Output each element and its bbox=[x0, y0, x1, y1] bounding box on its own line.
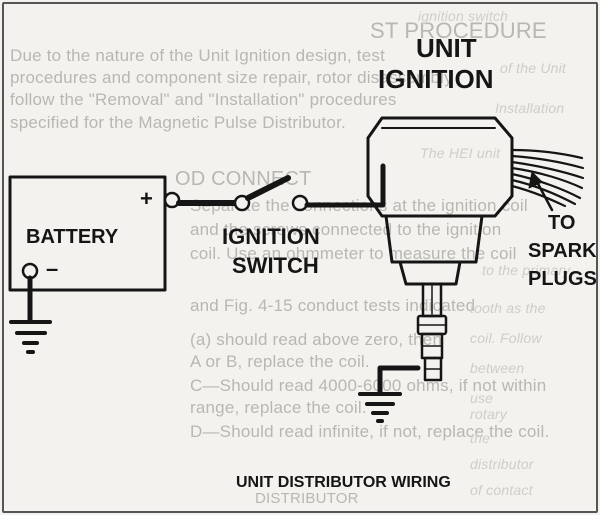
background-line: between bbox=[470, 360, 525, 376]
background-line: the bbox=[470, 430, 491, 446]
unit-ignition-cap bbox=[366, 116, 514, 218]
background-line: ignition switch bbox=[418, 8, 509, 24]
to-label: TO bbox=[548, 212, 576, 234]
unit-ignition-lower bbox=[398, 260, 462, 286]
background-line: Due to the nature of the Unit Ignition d… bbox=[10, 46, 385, 65]
background-line: The HEI unit bbox=[420, 145, 501, 161]
diagram-caption: UNIT DISTRIBUTOR WIRING bbox=[236, 474, 451, 491]
battery-label: BATTERY bbox=[26, 226, 119, 248]
wire-switch-to-unit bbox=[304, 163, 386, 208]
background-line: (a) should read above zero, then bbox=[190, 330, 443, 349]
battery-ground-symbol bbox=[9, 320, 52, 354]
background-line: of contact bbox=[470, 482, 533, 498]
spark-label: SPARK bbox=[528, 240, 597, 262]
ignition-switch-label-2: SWITCH bbox=[232, 253, 319, 278]
battery-box bbox=[8, 175, 167, 292]
background-line: of the Unit bbox=[500, 60, 567, 76]
background-line: distributor bbox=[470, 456, 534, 472]
unit-label: UNIT bbox=[416, 33, 477, 63]
background-line: A or B, replace the coil. bbox=[190, 352, 370, 371]
ignition-switch-label-1: IGNITION bbox=[222, 224, 320, 249]
background-line: D—Should read infinite, if not, replace … bbox=[190, 422, 550, 441]
background-line: Installation bbox=[495, 100, 565, 116]
unit-ground-symbol bbox=[358, 392, 402, 423]
plugs-label: PLUGS bbox=[528, 268, 597, 290]
spark-plug-arrow bbox=[534, 178, 554, 212]
background-line: C—Should read 4000-6000 ohms, if not wit… bbox=[190, 376, 547, 395]
switch-blade bbox=[245, 175, 291, 201]
ignition-label: IGNITION bbox=[378, 64, 494, 94]
background-heading: ST PROCEDURE bbox=[370, 18, 547, 43]
battery-negative-sign: – bbox=[46, 256, 59, 281]
unit-ignition-housing bbox=[384, 214, 484, 264]
background-line: tooth as the bbox=[470, 300, 546, 316]
background-line: and the screws connected to the ignition bbox=[190, 220, 502, 239]
background-line: DISTRIBUTOR bbox=[255, 490, 359, 507]
switch-contact-right bbox=[291, 194, 309, 212]
background-line: and Fig. 4-15 conduct tests indicated bbox=[190, 296, 476, 315]
background-line: use bbox=[470, 390, 494, 406]
background-line: coil. Follow bbox=[470, 330, 542, 346]
battery-positive-sign: + bbox=[140, 186, 153, 211]
background-line: procedures and component size repair, ro… bbox=[10, 68, 453, 87]
background-line: specified for the Magnetic Pulse Distrib… bbox=[10, 113, 346, 132]
background-line: rotary bbox=[470, 406, 507, 422]
background-line: coil. Use an ohmmeter to measure the coi… bbox=[190, 244, 517, 263]
background-line: follow the "Removal" and "Installation" … bbox=[10, 90, 397, 109]
background-line: to the primary bbox=[482, 262, 571, 278]
background-line: range, replace the coil. bbox=[190, 398, 367, 417]
unit-ground-wire bbox=[377, 365, 421, 395]
spark-plug-wires bbox=[510, 148, 585, 208]
